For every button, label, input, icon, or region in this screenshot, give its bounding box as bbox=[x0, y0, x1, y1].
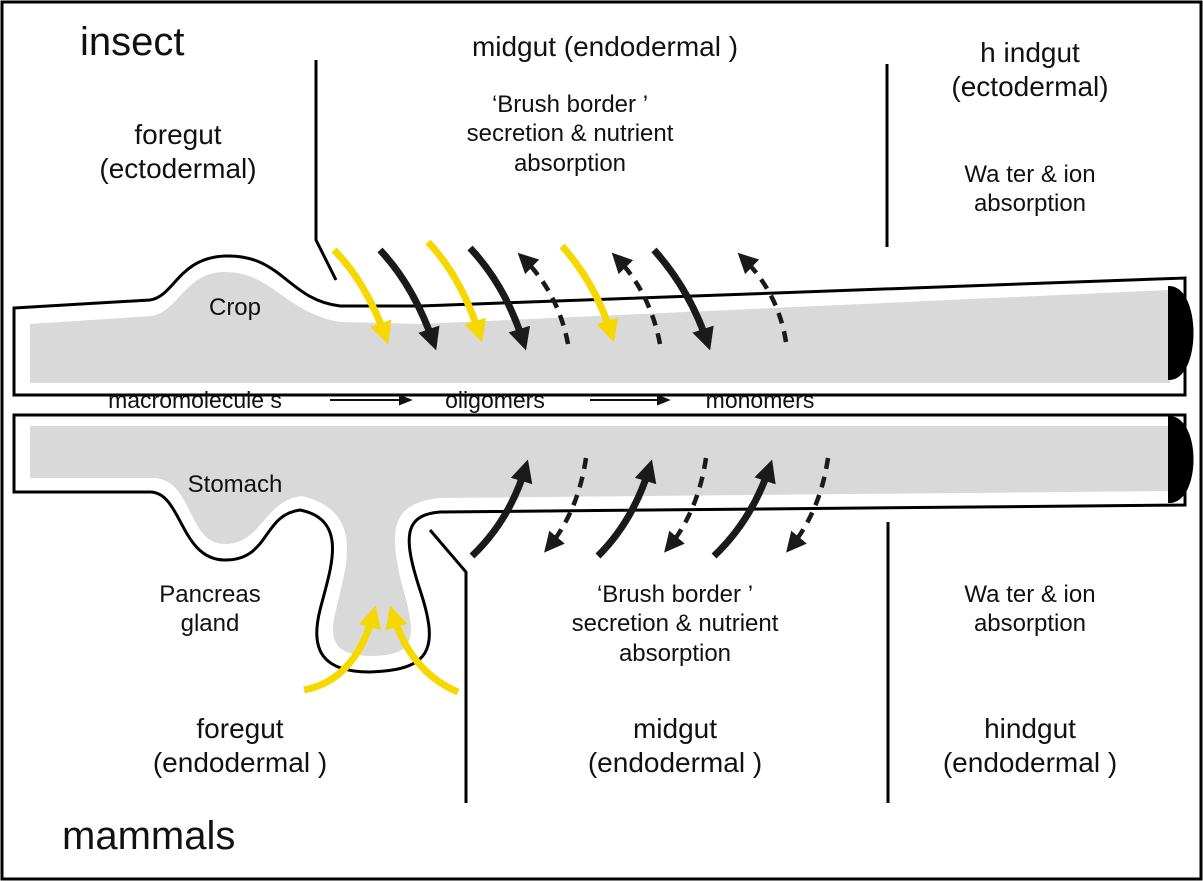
mammal-absorb-arrow-1 bbox=[469, 459, 533, 559]
crop-label: Crop bbox=[208, 294, 262, 321]
mammal-foregut-label: foregut(endodermal ) bbox=[152, 713, 328, 779]
mammal-hindgut-label: hindgut(endodermal ) bbox=[942, 713, 1118, 779]
flow-macromolecules: macromolecule s bbox=[108, 387, 282, 413]
insect-gut-opening bbox=[1168, 285, 1194, 381]
insect-midgut-label: midgut (endodermal ) bbox=[471, 31, 739, 62]
pancreas-enzyme-arrow-right bbox=[385, 605, 460, 696]
insect-absorb-arrow-1 bbox=[377, 247, 440, 351]
mammal-gut-lumen bbox=[30, 426, 1170, 656]
insect-dashed-arrow-1 bbox=[517, 252, 571, 345]
insect-dashed-arrow-3 bbox=[737, 252, 789, 343]
insect-enzyme-arrow-2 bbox=[425, 239, 487, 343]
flow-oligomers: oligomers bbox=[445, 387, 545, 413]
mammal-absorb-arrow-2 bbox=[595, 459, 657, 559]
mammals-heading: mammals bbox=[62, 814, 236, 858]
insect-foregut-midgut-divider bbox=[314, 60, 338, 281]
stomach-label: Stomach bbox=[187, 471, 283, 498]
flow-monomers: monomers bbox=[705, 387, 815, 413]
mammal-foregut-midgut-divider bbox=[428, 529, 468, 803]
pancreas-enzyme-arrow-left bbox=[303, 605, 381, 694]
mammal-midgut-label: midgut(endodermal ) bbox=[587, 713, 763, 779]
insect-hindgut-label: h indgut(ectodermal) bbox=[951, 37, 1109, 103]
mammal-absorb-arrow-3 bbox=[711, 459, 776, 559]
insect-enzyme-arrow-3 bbox=[559, 243, 619, 343]
insect-absorb-arrow-2 bbox=[467, 245, 531, 351]
insect-foregut-label: foregut(ectodermal) bbox=[99, 119, 257, 185]
insect-absorb-arrow-3 bbox=[651, 247, 714, 351]
insect-enzyme-arrow-1 bbox=[331, 247, 392, 345]
mammal-gut-opening bbox=[1168, 415, 1194, 504]
insect-heading: insect bbox=[80, 20, 185, 64]
insect-dashed-arrow-2 bbox=[611, 252, 663, 345]
